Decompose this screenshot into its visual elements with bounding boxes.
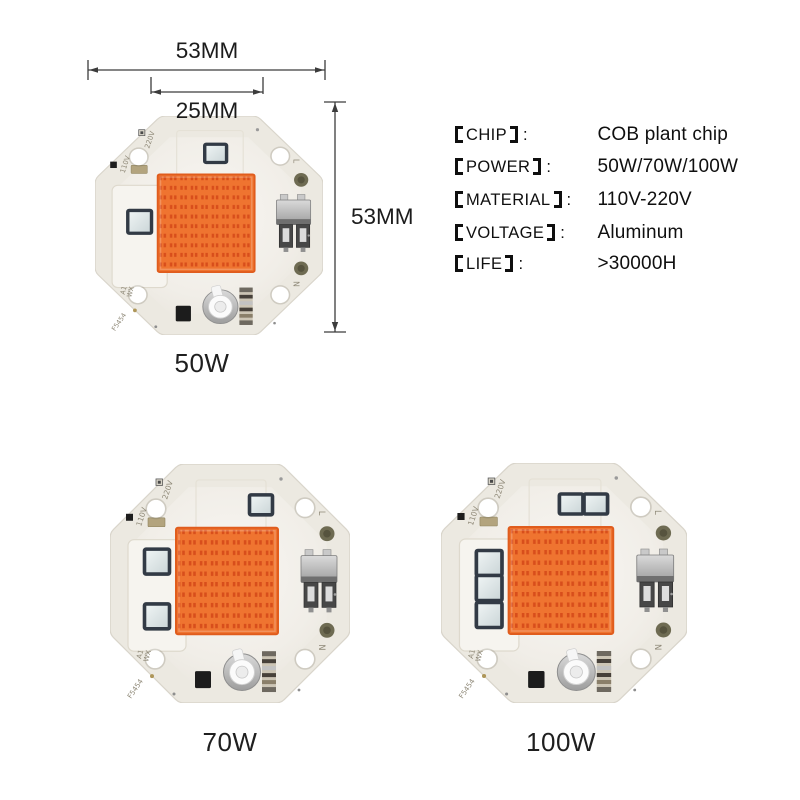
spec-value: 50W/70W/100W xyxy=(597,156,739,177)
pcb-label-mark-a: A1 xyxy=(135,649,145,660)
spec-label: VOLTAGE: xyxy=(455,224,593,243)
spec-label: LIFE: xyxy=(455,255,593,274)
spec-value: COB plant chip xyxy=(597,124,729,145)
chip-50w-photo: 220V 110V L N A1 WX F5454 xyxy=(95,116,323,335)
inductor xyxy=(262,651,276,693)
spec-label: POWER: xyxy=(455,158,593,177)
terminal-block xyxy=(636,548,675,612)
pcb-label-mark-a: A1 xyxy=(466,648,477,659)
right-bracket xyxy=(547,224,555,241)
solder-pad-line xyxy=(655,525,672,541)
spec-row-chip: CHIP: COB plant chip xyxy=(455,124,728,146)
height-dimension-label: 53MM xyxy=(351,204,414,229)
led-cob-area xyxy=(175,526,279,636)
solder-pad-line xyxy=(319,526,335,542)
chip-100w-photo: 220V 110V L N A1 WX F5454 xyxy=(441,463,687,703)
product-photo-70w: 220V 110V L N A1 WX F5454 xyxy=(110,464,350,703)
pcb-label-neutral: N xyxy=(292,281,301,287)
inductor xyxy=(239,287,253,325)
film-capacitor xyxy=(203,142,229,165)
left-bracket xyxy=(455,191,463,208)
inductor xyxy=(596,651,612,692)
film-capacitor xyxy=(142,602,172,631)
potentiometer xyxy=(223,648,261,692)
film-capacitor xyxy=(474,600,504,630)
spec-row-material: MATERIAL: 110V-220V xyxy=(455,189,692,211)
solder-pad-neutral xyxy=(655,622,672,638)
pcb-label-mark-b: WX xyxy=(125,285,136,298)
via-dots xyxy=(482,476,673,696)
pcb-label-neutral: N xyxy=(652,644,662,650)
spec-label: MATERIAL: xyxy=(455,191,593,210)
pcb-label-mark-b: WX xyxy=(142,649,153,663)
spec-value: Aluminum xyxy=(597,222,684,243)
right-bracket xyxy=(554,191,562,208)
potentiometer xyxy=(556,648,596,691)
resistor xyxy=(130,165,148,174)
resistor xyxy=(147,517,166,528)
right-bracket xyxy=(533,158,541,175)
driver-ic xyxy=(175,305,191,322)
solder-pad-neutral xyxy=(294,261,309,276)
spec-row-life: LIFE: >30000H xyxy=(455,253,677,275)
outer-width-dimension-label: 53MM xyxy=(176,38,239,63)
spec-row-power: POWER: 50W/70W/100W xyxy=(455,156,738,178)
spec-label: CHIP: xyxy=(455,126,593,145)
left-bracket xyxy=(455,224,463,241)
potentiometer xyxy=(202,285,239,325)
left-bracket xyxy=(455,255,463,272)
terminal-block xyxy=(300,549,338,613)
mounting-holes xyxy=(476,496,652,670)
film-capacitor xyxy=(557,492,585,516)
mounting-holes xyxy=(127,146,291,305)
terminal-block xyxy=(276,194,312,252)
via-dots xyxy=(150,477,337,696)
spec-row-voltage: VOLTAGE: Aluminum xyxy=(455,222,684,244)
led-cob-area xyxy=(507,526,615,635)
film-capacitor xyxy=(474,548,504,578)
solder-pad-neutral xyxy=(319,622,335,638)
power-label-70w: 70W xyxy=(202,727,258,757)
spec-value: >30000H xyxy=(597,253,677,274)
pcb-label-serial: F5454 xyxy=(126,677,145,700)
chip-70w-photo: 220V 110V L N A1 WX F5454 xyxy=(110,464,350,703)
film-capacitor xyxy=(142,547,172,576)
pcb-label-serial: F5454 xyxy=(110,312,128,333)
pcb-label-mark-b: WX xyxy=(473,649,485,663)
left-bracket xyxy=(455,158,463,175)
left-bracket xyxy=(455,126,463,143)
mounting-holes xyxy=(144,497,316,670)
right-bracket xyxy=(505,255,513,272)
resistor xyxy=(479,516,498,527)
pcb-label-line: L xyxy=(317,511,327,516)
driver-ic xyxy=(528,671,545,688)
film-capacitor xyxy=(474,573,504,603)
solder-pad-line xyxy=(294,173,309,187)
spec-list: CHIP: COB plant chip POWER: 50W/70W/100W… xyxy=(455,122,795,292)
spec-value: 110V-220V xyxy=(597,189,692,210)
product-photo-50w: 220V 110V L N A1 WX F5454 xyxy=(95,116,323,335)
pcb-label-line: L xyxy=(292,159,301,164)
film-capacitor xyxy=(126,208,154,235)
led-cob-area xyxy=(156,173,256,273)
via-dots xyxy=(133,128,310,329)
pcb-label-neutral: N xyxy=(317,644,327,650)
pcb-label-line: L xyxy=(652,510,662,515)
film-capacitor xyxy=(247,493,275,517)
pcb-label-mark-a: A1 xyxy=(119,285,129,295)
product-photo-100w: 220V 110V L N A1 WX F5454 xyxy=(441,463,687,703)
right-bracket xyxy=(510,126,518,143)
film-capacitor xyxy=(582,492,610,516)
pcb-silkscreen-text: 220V 110V L N A1 WX F5454 xyxy=(110,129,301,333)
power-label-50w: 50W xyxy=(174,348,230,378)
pcb-label-serial: F5454 xyxy=(457,677,477,700)
power-label-100w: 100W xyxy=(526,727,596,757)
driver-ic xyxy=(195,671,211,689)
